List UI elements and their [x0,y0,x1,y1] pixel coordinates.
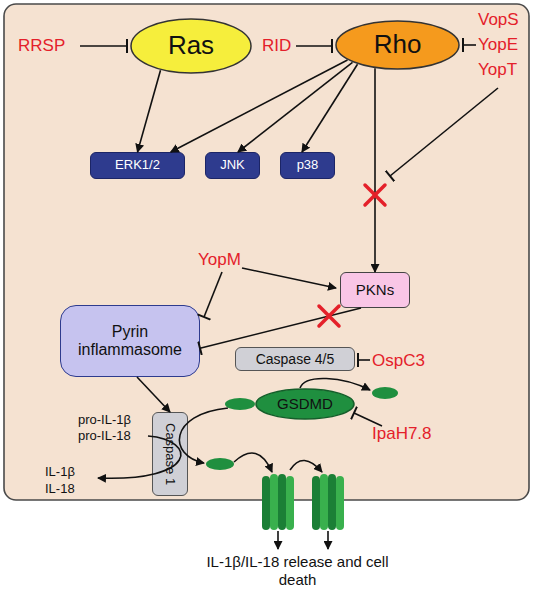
pore-subunit [328,474,336,530]
activation-connector [374,68,376,272]
effector-name: YopM [198,250,241,270]
pore-subunit [278,474,286,530]
kinase-box: p38 [280,152,335,179]
node-label: Caspase 4/5 [256,351,335,367]
effector-name: RID [262,36,291,56]
cytokine-name: IL-18 [45,481,75,497]
gsdmd-pore [312,474,344,530]
activation-line [242,268,336,288]
node-label: ERK1/2 [115,158,160,173]
caspase-box: Caspase 1 [152,412,188,496]
inhibition-connector [200,308,361,348]
node-ellipse [256,389,354,419]
cross-stroke [319,306,339,326]
node-label: Caspase 1 [163,423,178,485]
cleavage-curve [300,378,370,390]
release-arrow [327,531,329,549]
kinase-box: PKNs [340,272,410,308]
pore-subunit [336,476,344,530]
node-label: Pyrin inflammasome [69,323,191,360]
blocked-mark [365,185,385,205]
kinase-box: ERK1/2 [90,152,185,179]
activation-connector [238,62,353,152]
node-label: p38 [297,158,319,173]
inhibition-line [80,45,127,47]
gsdmd-fragment [225,398,255,410]
inhibition-line [204,272,222,317]
cross-stroke [365,185,385,205]
cytokine-name: pro-IL-1β [78,412,131,428]
inhibition-line [390,88,498,176]
cytokine-name: IL-1β [45,464,75,480]
activation-connector [138,70,161,152]
cell-boundary [4,4,529,500]
inflammasome-box: Pyrin inflammasome [60,305,200,377]
kinase-box: JNK [205,152,260,179]
pore-subunit [286,476,294,530]
effector-name: YopE [478,35,518,55]
pore-subunit [312,476,320,530]
activation-connector [171,60,348,152]
cross-stroke [319,306,339,326]
pore-assembly-curve [290,460,322,472]
node-label: JNK [220,158,245,173]
node-label: Rho [374,30,422,60]
cytokine-name: pro-IL-18 [78,428,131,444]
node-label: Ras [168,31,214,61]
gasdermin-ellipse: GSDMD [255,388,355,420]
gsdmd-pore [262,474,294,530]
cross-stroke [365,185,385,205]
inhibition-line [296,45,332,47]
node-ellipse [131,19,251,73]
effector-name: IpaH7.8 [372,424,432,444]
node-ellipse [336,21,459,69]
outcome-note: IL-1β/IL-18 release and cell death [205,553,390,589]
effector-name: OspC3 [372,351,425,371]
effector-name: RRSP [18,36,65,56]
pore-subunit [270,474,278,530]
effector-name: YopT [478,60,517,80]
caspase-box: Caspase 4/5 [235,347,355,371]
node-label: GSDMD [277,395,333,412]
pore-subunit [262,476,270,530]
release-arrow [277,531,279,549]
gtpase-ellipse: Rho [335,20,460,70]
activation-connector [302,64,358,152]
pore-subunit [320,474,328,530]
gsdmd-fragment [206,458,234,470]
inhibition-line [463,44,476,46]
inhibition-line [358,359,370,361]
node-label: PKNs [356,281,394,298]
activation-connector [137,377,170,412]
effector-name: VopS [478,10,519,30]
pore-assembly-curve [234,453,272,472]
gsdmd-fragment [372,387,398,399]
gtpase-ellipse: Ras [130,18,252,74]
blocked-mark [319,306,339,326]
